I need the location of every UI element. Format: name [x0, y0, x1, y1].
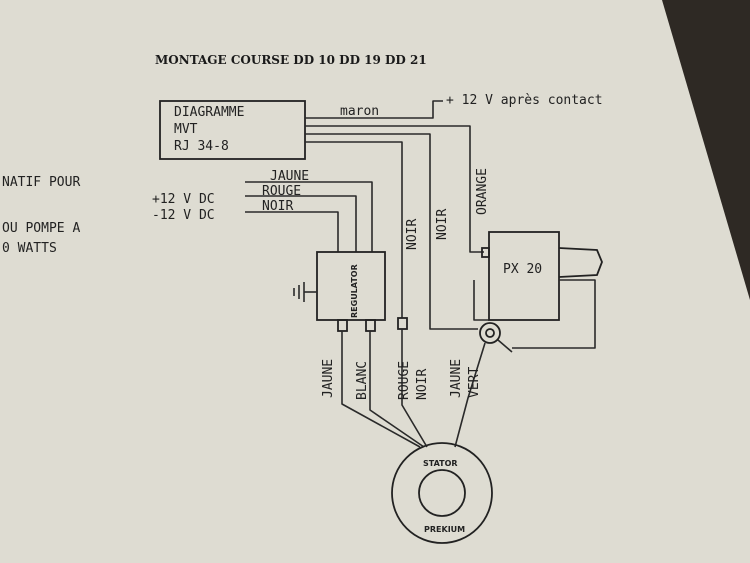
rj-label: RJ 34-8 — [174, 139, 229, 154]
px20-side-wire — [473, 280, 489, 321]
px20-label: PX 20 — [503, 262, 542, 277]
stator-inner-ring — [418, 469, 466, 517]
stator-label-noir: NOIR — [415, 369, 430, 400]
noir-label-left: NOIR — [405, 219, 420, 250]
maron-label: maron — [340, 104, 379, 119]
noir-input-wire — [245, 211, 339, 252]
stator-label-rouge: ROUGE — [397, 361, 412, 400]
ground-icon — [293, 282, 317, 302]
noir-wire-right — [305, 133, 478, 330]
left-fragment-1: NATIF POUR — [2, 175, 80, 190]
rouge-input-label: ROUGE — [262, 184, 301, 199]
left-fragment-2: OU POMPE A — [2, 221, 80, 236]
prekium-label: PREKIUM — [424, 525, 465, 534]
px20-terminal — [481, 247, 490, 258]
noir-label-right: NOIR — [435, 209, 450, 240]
diagramme-box — [159, 100, 306, 160]
px20-nozzle — [558, 247, 603, 278]
px20-loop-wire — [512, 279, 596, 349]
regulator-box — [316, 251, 386, 321]
jaune-input-wire — [245, 181, 373, 252]
mvt-label: MVT — [174, 122, 198, 137]
noir-wire-left — [305, 141, 403, 318]
regulator-label: REGULATOR — [350, 264, 359, 318]
plus12-apres-contact-label: + 12 V après contact — [446, 93, 603, 108]
coil-inner — [485, 328, 495, 338]
stator-wire-vert — [454, 342, 486, 448]
stator-wire-jaune — [341, 331, 421, 448]
maron-wire — [305, 100, 443, 119]
left-fragment-3: 0 WATTS — [2, 241, 57, 256]
minus12v-dc-label: -12 V DC — [152, 208, 215, 223]
px20-box — [488, 231, 560, 321]
orange-wire — [305, 125, 484, 253]
stator-label-jaune: JAUNE — [321, 359, 336, 398]
stator-wire-blanc — [369, 331, 425, 448]
stator-wire-rouge — [401, 329, 428, 448]
jaune-input-label: JAUNE — [270, 169, 309, 184]
diagramme-label: DIAGRAMME — [174, 105, 244, 120]
stator-label-vert: VERT — [467, 367, 482, 398]
stator-label-jaune-2: JAUNE — [449, 359, 464, 398]
diagram-title: MONTAGE COURSE DD 10 DD 19 DD 21 — [155, 53, 427, 67]
stator-outer-ring — [391, 442, 493, 544]
noir-input-label: NOIR — [262, 199, 293, 214]
coil-outer — [479, 322, 501, 344]
stator-label: STATOR — [423, 459, 458, 468]
plus12v-dc-label: +12 V DC — [152, 192, 215, 207]
coil-lead — [497, 339, 513, 353]
stator-label-blanc: BLANC — [355, 361, 370, 400]
orange-label: ORANGE — [475, 168, 490, 215]
rouge-input-wire — [245, 195, 357, 252]
